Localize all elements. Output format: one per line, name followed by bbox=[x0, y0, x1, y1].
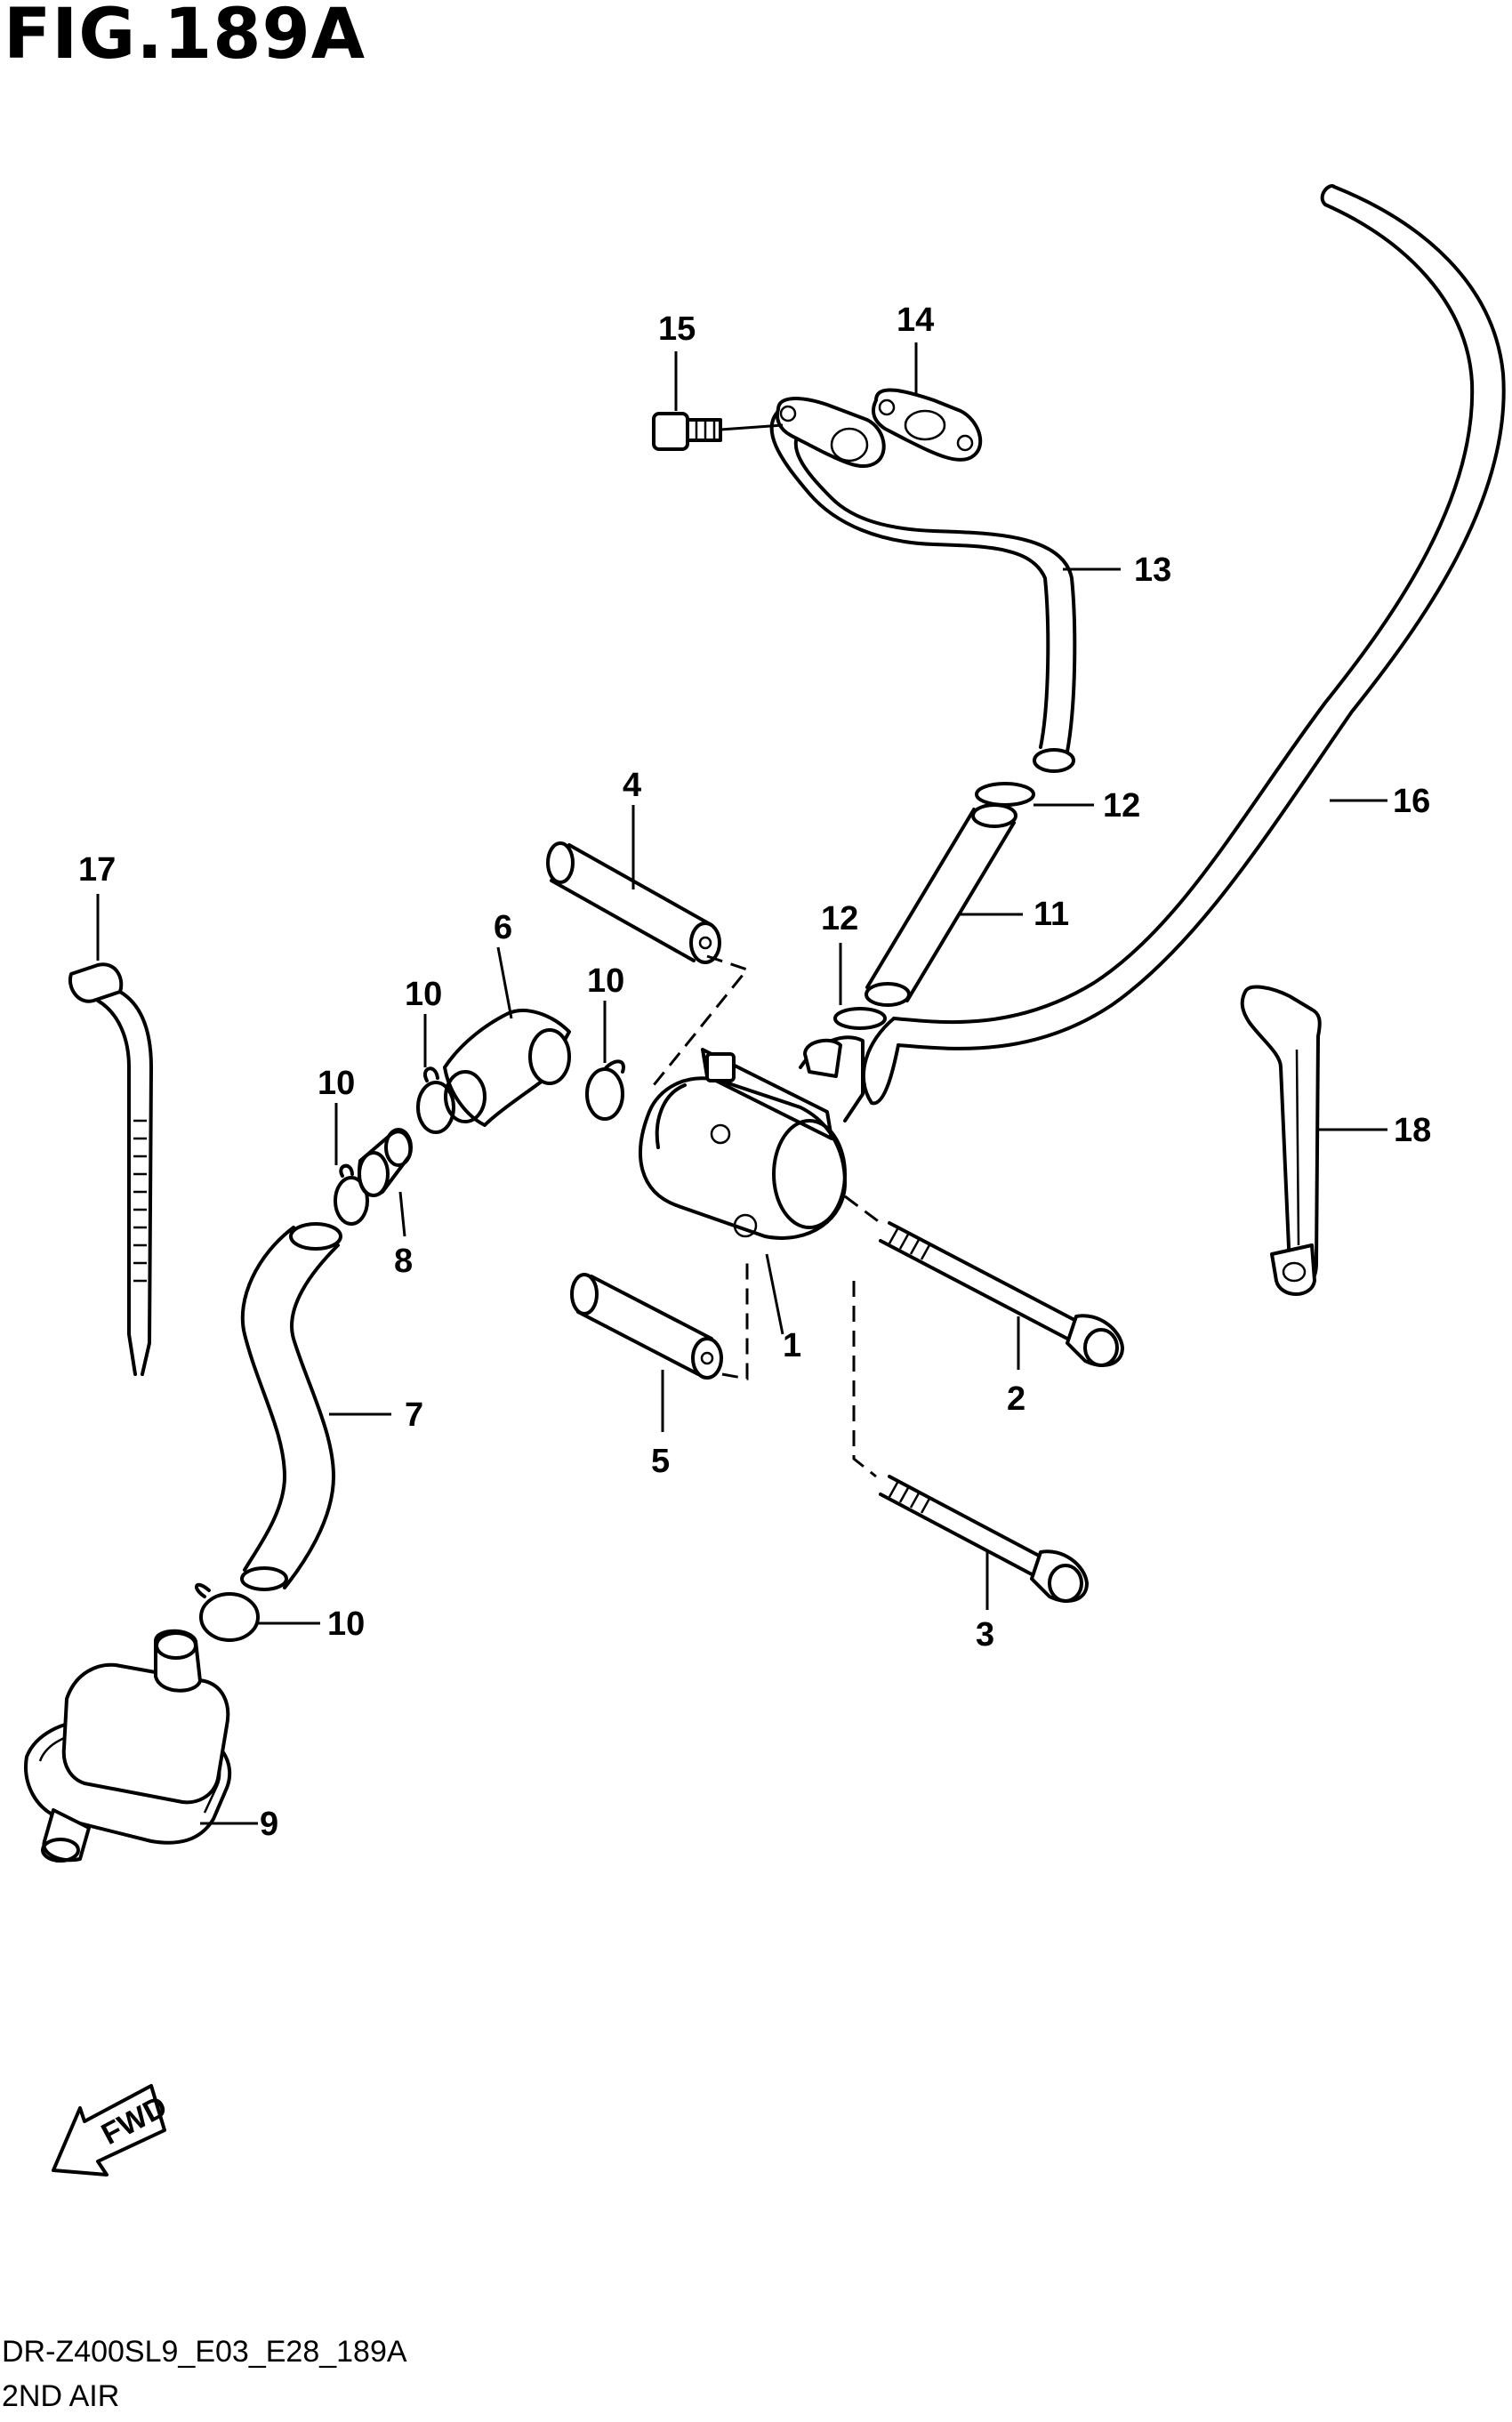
callout-11: 11 bbox=[1033, 896, 1069, 933]
callout-5: 5 bbox=[651, 1443, 670, 1480]
part-10-clamp-b bbox=[416, 1014, 455, 1134]
fwd-arrow-icon: FWD bbox=[52, 2084, 173, 2177]
callout-18: 18 bbox=[1394, 1112, 1431, 1149]
part-16-hose bbox=[862, 184, 1506, 1106]
section-name: 2ND AIR bbox=[2, 2379, 120, 2413]
part-12-clamp-lower bbox=[833, 943, 887, 1030]
callout-12-a: 12 bbox=[1103, 787, 1140, 825]
part-11-hose bbox=[865, 803, 1023, 1007]
callout-10-b: 10 bbox=[405, 976, 442, 1013]
callout-10-d: 10 bbox=[327, 1605, 365, 1643]
callout-12-b: 12 bbox=[821, 900, 858, 937]
callout-1: 1 bbox=[783, 1327, 801, 1364]
part-3-bolt bbox=[852, 1281, 1089, 1610]
part-10-clamp-a bbox=[585, 1001, 625, 1121]
callout-2: 2 bbox=[1007, 1380, 1025, 1418]
part-2-bolt bbox=[844, 1195, 1124, 1370]
part-8-joint bbox=[358, 1128, 413, 1237]
part-10-clamp-d bbox=[195, 1582, 320, 1642]
callout-16: 16 bbox=[1393, 783, 1430, 820]
callout-13: 13 bbox=[1134, 551, 1171, 589]
pipe-flange bbox=[775, 397, 886, 468]
part-18-bracket bbox=[1240, 985, 1387, 1296]
part-7-hose bbox=[240, 1222, 391, 1591]
part-10-clamp-c bbox=[334, 1103, 369, 1226]
callout-15: 15 bbox=[658, 310, 696, 348]
callout-14: 14 bbox=[897, 302, 934, 339]
part-5-cap bbox=[570, 1263, 749, 1432]
callout-9: 9 bbox=[260, 1806, 278, 1843]
callout-7: 7 bbox=[405, 1396, 423, 1434]
callout-4: 4 bbox=[623, 767, 641, 804]
part-6-elbow bbox=[443, 946, 571, 1127]
figure-title: FIG.189A bbox=[4, 0, 366, 75]
callout-10-a: 10 bbox=[318, 1065, 355, 1102]
callout-6: 6 bbox=[494, 909, 512, 946]
callout-10-c: 10 bbox=[587, 962, 624, 1000]
part-12-clamp-upper bbox=[975, 782, 1094, 807]
part-13-pipe bbox=[769, 406, 1121, 773]
part-1-valve bbox=[639, 1035, 865, 1335]
model-code: DR-Z400SL9_E03_E28_189A bbox=[2, 2335, 407, 2369]
part-9-box bbox=[24, 1629, 258, 1863]
part-14-gasket bbox=[872, 342, 983, 462]
callout-3: 3 bbox=[976, 1616, 994, 1654]
part-17-tie bbox=[68, 894, 153, 1376]
part-4-cap bbox=[546, 805, 750, 1086]
part-15-bolt bbox=[652, 351, 784, 451]
callout-8: 8 bbox=[394, 1243, 413, 1280]
callout-17: 17 bbox=[78, 851, 116, 889]
